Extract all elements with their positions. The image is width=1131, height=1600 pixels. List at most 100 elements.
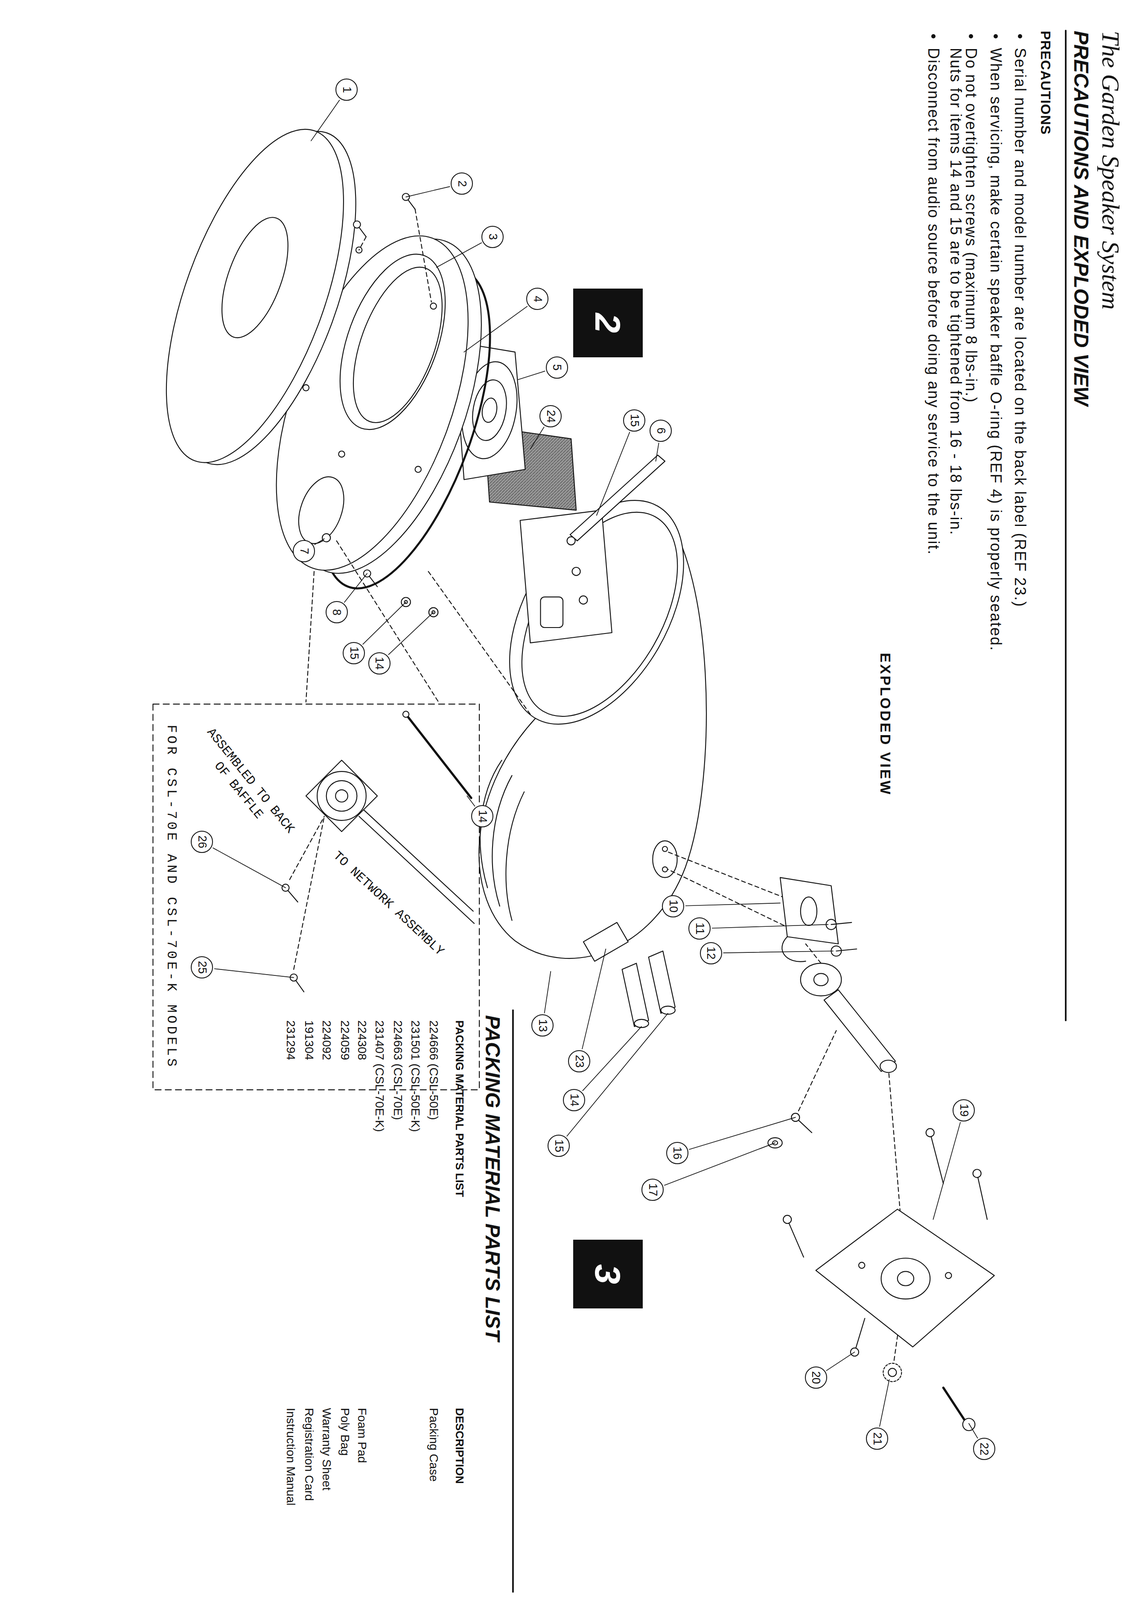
mount-plate <box>945 1272 952 1279</box>
callout-text: 12 <box>705 946 717 960</box>
callout-number: 25 <box>190 956 213 979</box>
callout-text: 20 <box>810 1370 822 1384</box>
callout-number: 23 <box>568 1049 591 1073</box>
baffle <box>338 451 345 458</box>
callout-number: 14 <box>368 652 391 675</box>
bullet-dot <box>931 34 936 39</box>
baffle <box>322 533 331 542</box>
bullet-dot <box>993 34 998 39</box>
page-number: 3 <box>590 1263 627 1284</box>
mount-bracket <box>780 877 857 962</box>
callout-number: 15 <box>342 641 365 665</box>
part-number: 231501 (CSL-50E-K) <box>408 1020 423 1132</box>
part-number: 224092 <box>319 1020 334 1060</box>
callout-text: 23 <box>573 1054 586 1068</box>
mount-plate <box>881 1257 931 1299</box>
callout-number: 2 <box>450 172 473 195</box>
mount-bracket <box>781 936 806 962</box>
leader-line <box>436 242 482 268</box>
leader-line <box>405 186 450 197</box>
callout-text: 2 <box>456 180 468 187</box>
part-number: 224663 (CSL-70E) <box>390 1020 405 1120</box>
tweeter <box>306 760 378 832</box>
callout-number: 13 <box>531 1014 554 1037</box>
part-description: Warranty Sheet <box>319 1407 334 1490</box>
callout-text: 15 <box>628 413 641 427</box>
section-heading: PRECAUTIONS AND EXPLODED VIEW <box>1069 30 1093 406</box>
leader-line <box>723 950 834 953</box>
assembly-dash-line <box>795 1030 837 1117</box>
leader-line <box>879 1379 890 1427</box>
enclosure <box>506 791 525 921</box>
part-number: 224059 <box>338 1020 352 1060</box>
callout-text: 26 <box>196 835 208 849</box>
callout-text: 16 <box>671 1146 683 1160</box>
leader-line <box>362 601 406 645</box>
leader-line <box>582 948 606 1049</box>
wood-screw <box>926 1128 935 1137</box>
star-washer <box>883 1362 902 1382</box>
leader-line <box>344 573 368 603</box>
tweeter <box>335 789 348 802</box>
tweeter <box>326 780 358 812</box>
leader-line <box>518 370 546 380</box>
wood-screw <box>973 1168 982 1178</box>
network-board <box>540 596 563 628</box>
callout-text: 14 <box>476 809 489 823</box>
leader-line <box>712 924 829 929</box>
callout-number: 7 <box>292 539 315 563</box>
callout-number: 15 <box>623 409 646 432</box>
leader-line <box>530 426 545 449</box>
leader-line <box>689 1116 796 1149</box>
callout-number: 17 <box>641 1178 664 1201</box>
assembly-dash-line <box>415 209 432 303</box>
grille-disc <box>129 107 381 485</box>
enclosure <box>473 470 720 959</box>
baffle <box>430 303 437 309</box>
callout-number: 5 <box>545 356 569 379</box>
callout-text: 5 <box>550 364 563 371</box>
assembly-dash-line <box>428 571 531 715</box>
callout-text: 1 <box>341 86 353 94</box>
mount-bracket <box>830 922 852 925</box>
terminal-rod <box>570 454 665 541</box>
terminal-post <box>622 962 649 1027</box>
section-heading: PACKING MATERIAL PARTS LIST <box>480 1014 505 1341</box>
assembly-dash-line <box>289 816 325 970</box>
wood-screw <box>783 1215 792 1224</box>
bullet-dot <box>968 34 974 39</box>
part-description: Packing Case <box>426 1407 441 1482</box>
assembly-dash-line <box>293 816 325 970</box>
mount-bracket <box>780 877 839 944</box>
callout-number: 22 <box>973 1437 996 1460</box>
bolt <box>943 1387 965 1420</box>
assembly-dash-line <box>805 943 822 963</box>
part-description: Foam Pad <box>355 1407 369 1463</box>
page-number-box: 2 <box>573 288 643 358</box>
wood-screw <box>976 1173 988 1220</box>
mount-shaft <box>824 989 896 1072</box>
callout-number: 11 <box>688 917 711 940</box>
mount-shaft <box>800 962 897 1073</box>
leader-line <box>566 1013 668 1137</box>
callout-number: 20 <box>804 1366 828 1389</box>
callout-number: 26 <box>190 830 213 853</box>
grille-disc <box>129 107 393 487</box>
part-description: Registration Card <box>302 1407 316 1501</box>
callout-text: 10 <box>667 899 680 913</box>
leader-line <box>932 1122 961 1219</box>
callout-text: 3 <box>486 233 499 240</box>
view-caption: EXPLODED VIEW <box>876 652 894 796</box>
page-title: The Garden Speaker System <box>1096 30 1126 310</box>
table-header: PACKING MATERIAL PARTS LIST <box>452 1020 466 1197</box>
grille-disc <box>208 209 302 347</box>
mount-bracket <box>836 948 857 951</box>
leader-line <box>388 612 434 655</box>
tweeter <box>317 771 367 821</box>
callout-text: 21 <box>871 1431 884 1445</box>
callout-number: 21 <box>865 1427 889 1450</box>
bolt <box>962 1418 976 1431</box>
baffle <box>335 255 461 435</box>
terminal-pin <box>402 711 472 798</box>
